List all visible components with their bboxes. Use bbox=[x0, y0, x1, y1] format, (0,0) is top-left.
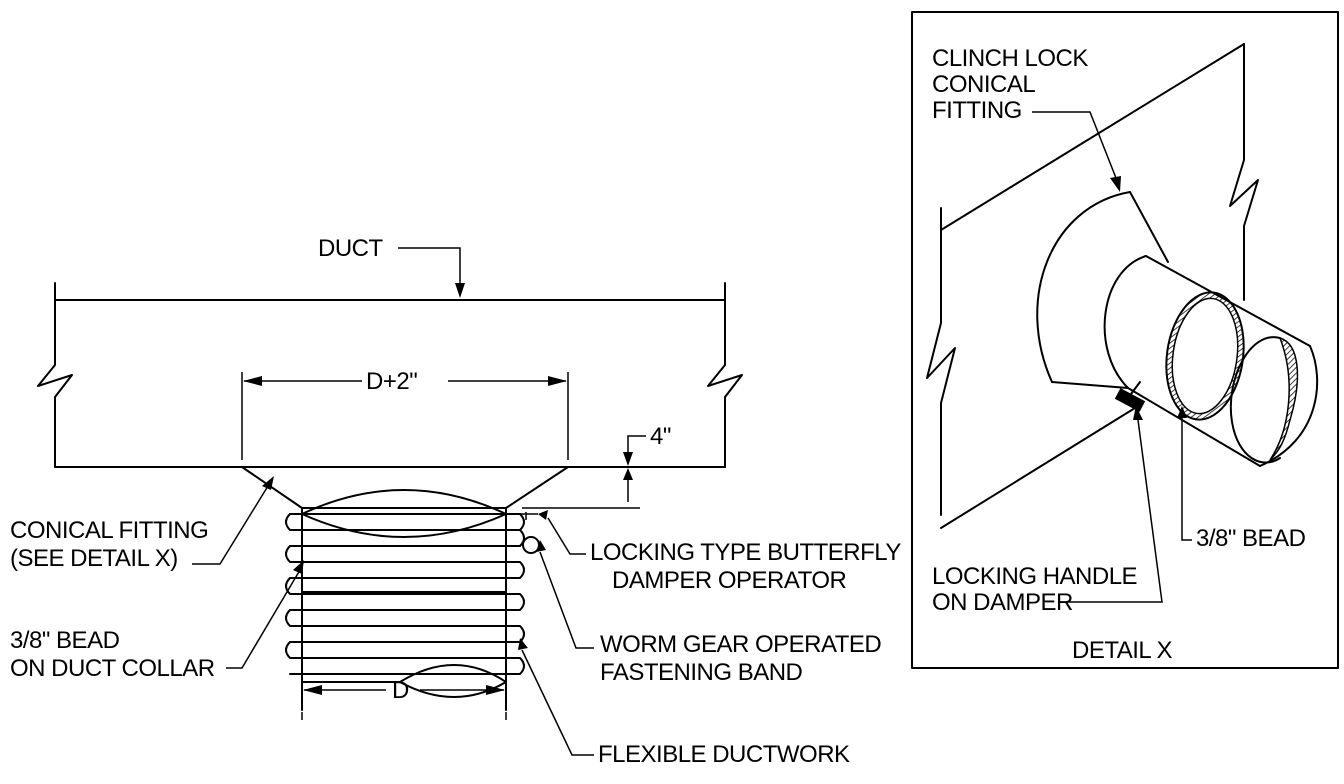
detail-x-title: DETAIL X bbox=[1072, 637, 1173, 664]
detail-locking-handle bbox=[1114, 381, 1146, 412]
opening-width-label: D+2" bbox=[366, 368, 417, 395]
clinch-lock-label-line1: CLINCH LOCK bbox=[932, 45, 1088, 72]
band-label-line2: FASTENING BAND bbox=[600, 659, 803, 686]
bead-leader bbox=[226, 560, 304, 669]
detail-bead-leader bbox=[1177, 406, 1192, 541]
bead-label-line2: ON DUCT COLLAR bbox=[10, 655, 215, 682]
conical-fitting-label-line1: CONICAL FITTING bbox=[10, 517, 208, 544]
damper-label-line1: LOCKING TYPE BUTTERFLY bbox=[590, 539, 901, 566]
main-view: DUCT D+2" 4" bbox=[10, 235, 902, 768]
detail-collar-tube bbox=[1103, 255, 1319, 467]
flexible-ductwork-coils bbox=[285, 513, 525, 675]
duct-leader bbox=[398, 247, 465, 298]
band-leader bbox=[536, 540, 594, 649]
clinch-lock-label-line3: FITTING bbox=[932, 97, 1022, 124]
collar-width-dimension bbox=[301, 685, 507, 720]
clinch-lock-label-line2: CONICAL bbox=[932, 71, 1035, 98]
detail-x: CLINCH LOCK CONICAL FITTING 3/8" BEAD LO… bbox=[911, 11, 1339, 669]
damper-operator bbox=[520, 510, 548, 520]
conical-fitting-label-line2: (SEE DETAIL X) bbox=[10, 545, 178, 572]
damper-leader bbox=[547, 517, 586, 555]
conical-fitting-leader bbox=[192, 476, 274, 565]
clinch-lock-leader bbox=[1032, 111, 1121, 192]
bead-label-line1: 3/8" BEAD bbox=[10, 627, 120, 654]
detail-duct-wall bbox=[926, 43, 1259, 529]
damper-label-line2: DAMPER OPERATOR bbox=[612, 567, 846, 594]
detail-conical-fitting bbox=[1036, 191, 1169, 389]
opening-width-dimension bbox=[241, 372, 569, 460]
depth-label: 4" bbox=[650, 423, 671, 450]
flexible-leader bbox=[518, 638, 594, 756]
detail-bead-label: 3/8" BEAD bbox=[1196, 525, 1306, 552]
collar-width-label: D bbox=[392, 677, 409, 704]
handle-leader bbox=[1058, 406, 1163, 603]
depth-dimension bbox=[522, 435, 646, 509]
handle-label-line2: ON DAMPER bbox=[932, 589, 1073, 616]
duct-label: DUCT bbox=[318, 235, 383, 262]
conical-fitting bbox=[241, 466, 569, 509]
detail-x-frame bbox=[911, 11, 1339, 669]
duct bbox=[37, 282, 743, 468]
band-label-line1: WORM GEAR OPERATED bbox=[600, 631, 881, 658]
flexible-label: FLEXIBLE DUCTWORK bbox=[598, 741, 850, 768]
handle-label-line1: LOCKING HANDLE bbox=[932, 563, 1137, 590]
